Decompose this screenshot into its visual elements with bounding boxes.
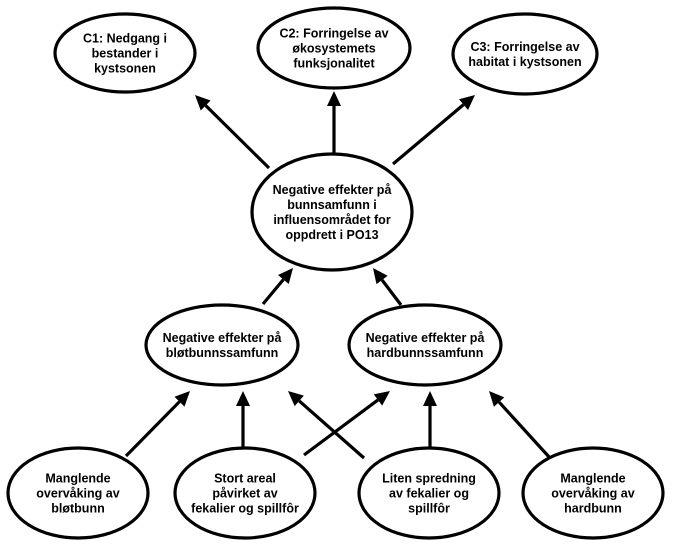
arrow-head — [489, 391, 505, 407]
node-label-line: påvirket av — [212, 487, 277, 501]
node-ellipse — [451, 12, 599, 96]
node-ellipse — [256, 6, 412, 90]
edge-spread-to-soft — [288, 391, 366, 460]
node-label-line: bestander i — [92, 47, 159, 61]
node-label-line: fekalier og spillfôr — [191, 502, 299, 516]
node-ellipse — [521, 446, 665, 540]
node-label-line: bunnsamfunn i — [287, 198, 377, 212]
node-label-line: Stort areal — [214, 472, 276, 486]
node-label-line: bløtbunn — [51, 502, 104, 516]
node-label-line: overvåking av — [551, 487, 634, 501]
node-label-line: Manglende — [560, 472, 625, 486]
node-label-line: bløtbunnssamfunn — [166, 346, 279, 360]
edge-line — [497, 401, 552, 460]
edge-soft-to-main — [261, 268, 293, 306]
node-label-line: Negative effekter på — [273, 183, 392, 197]
edge-line — [261, 278, 285, 306]
arrow-head — [459, 95, 475, 111]
node-label-line: C2: Forringelse av — [279, 27, 388, 41]
node-label-line: Negative effekter på — [366, 331, 485, 345]
node-label-line: influensområdet for — [273, 213, 391, 227]
node-ellipse — [53, 12, 197, 94]
edge-main-to-c3 — [391, 95, 475, 166]
edge-line — [204, 104, 271, 170]
node-label-line: habitat i kystsonen — [468, 55, 581, 69]
arrow-head — [236, 391, 250, 406]
node-label-line: C3: Forringelse av — [470, 40, 579, 54]
edge-line — [298, 399, 366, 460]
edge-mon-soft-to-soft — [124, 391, 190, 458]
node-label-line: hardbunnssamfunn — [367, 346, 484, 360]
node-label-line: Negative effekter på — [163, 331, 282, 345]
node-label-line: Manglende — [45, 472, 110, 486]
edge-area-to-soft — [236, 391, 250, 448]
node-ellipse — [347, 303, 503, 387]
node-ellipse — [357, 446, 501, 540]
edge-line — [303, 398, 379, 457]
node-ellipse — [250, 152, 414, 272]
node-label-line: oppdrett i PO13 — [285, 228, 378, 242]
edge-main-to-c2 — [327, 91, 341, 154]
edge-line — [124, 400, 181, 458]
arrow-head — [373, 268, 388, 285]
arrow-head — [195, 95, 211, 111]
node-label-line: Liten spredning — [382, 472, 476, 486]
arrow-head — [423, 391, 437, 406]
node-c2: C2: Forringelse avøkosystemetsfunksjonal… — [256, 6, 412, 90]
node-label-line: kystsonen — [94, 62, 156, 76]
node-label-line: spillfôr — [408, 502, 450, 516]
node-ellipse — [6, 446, 150, 540]
edge-line — [380, 278, 403, 306]
node-label-line: økosystemets — [292, 42, 375, 56]
edge-spread-to-hard — [423, 391, 437, 448]
node-ellipse — [144, 303, 300, 387]
edge-main-to-c1 — [195, 95, 271, 170]
node-label-line: av fekalier og — [389, 487, 469, 501]
node-ellipse — [173, 446, 317, 540]
node-label-line: funksjonalitet — [293, 57, 375, 71]
arrow-head — [373, 391, 390, 406]
edge-mon-hard-to-hard — [489, 391, 552, 460]
arrow-head — [327, 91, 341, 106]
arrow-head — [288, 391, 304, 407]
arrow-head — [278, 268, 293, 285]
node-label-line: hardbunn — [564, 502, 622, 516]
edge-hard-to-main — [373, 268, 403, 306]
node-label-line: overvåking av — [36, 487, 119, 501]
edge-area-to-hard — [303, 391, 390, 457]
node-label-line: C1: Nedgang i — [83, 32, 167, 46]
arrow-head — [174, 391, 190, 407]
edge-line — [391, 103, 465, 166]
edges-layer — [124, 91, 552, 460]
